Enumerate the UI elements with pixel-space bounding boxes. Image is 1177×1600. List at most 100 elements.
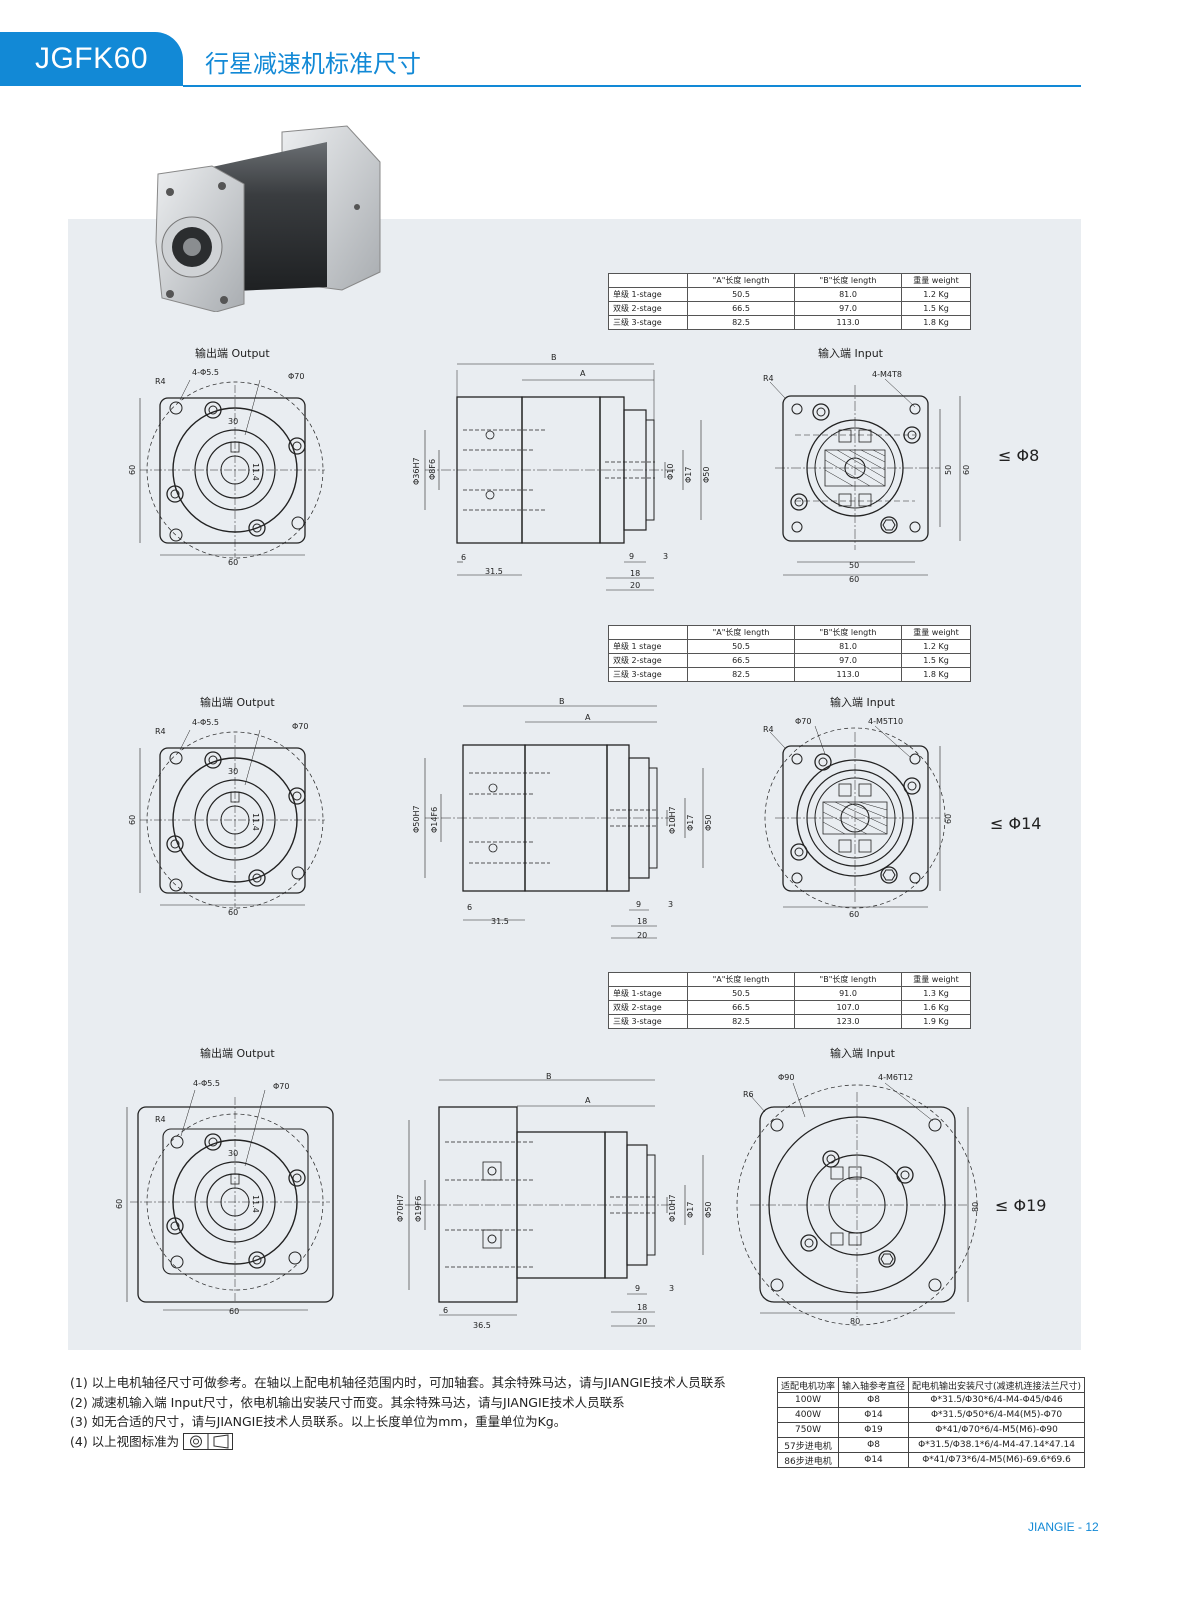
svg-text:R4: R4 <box>763 374 774 383</box>
svg-text:11.4: 11.4 <box>251 463 260 481</box>
svg-text:60: 60 <box>128 465 137 475</box>
svg-text:4-Φ5.5: 4-Φ5.5 <box>192 718 219 727</box>
svg-text:Φ70: Φ70 <box>288 372 304 381</box>
svg-text:9: 9 <box>635 1284 640 1293</box>
side-view-drawing-2: B A Φ50H7 Φ14F6 Φ10H7 Φ17 Φ50 6 31.5 9 3… <box>412 698 713 940</box>
svg-text:30: 30 <box>228 417 238 426</box>
svg-text:3: 3 <box>663 552 668 561</box>
svg-text:60: 60 <box>962 465 971 475</box>
output-view-drawing-2: R4 4-Φ5.5 Φ70 60 60 30 11.4 <box>128 718 325 917</box>
svg-text:A: A <box>585 1096 591 1105</box>
svg-text:60: 60 <box>228 908 238 917</box>
svg-text:18: 18 <box>637 1303 647 1312</box>
projection-symbol-icon <box>183 1432 234 1450</box>
svg-text:4-Φ5.5: 4-Φ5.5 <box>192 368 219 377</box>
svg-text:Φ17: Φ17 <box>684 467 693 483</box>
input-view-drawing-3: R6 Φ90 4-M6T12 80 80 <box>736 1073 980 1326</box>
svg-text:Φ50: Φ50 <box>704 1202 713 1218</box>
svg-text:Φ70: Φ70 <box>795 717 811 726</box>
svg-text:50: 50 <box>944 465 953 475</box>
svg-text:18: 18 <box>630 569 640 578</box>
model-code: JGFK60 <box>34 42 149 75</box>
svg-text:60: 60 <box>128 815 137 825</box>
svg-text:80: 80 <box>850 1317 860 1326</box>
svg-text:R4: R4 <box>763 725 774 734</box>
note-1: (1) 以上电机轴径尺寸可做参考。在轴以上配电机轴径范围内时，可加轴套。其余特殊… <box>70 1375 726 1390</box>
svg-text:6: 6 <box>467 903 472 912</box>
svg-text:20: 20 <box>637 1317 647 1326</box>
svg-text:R4: R4 <box>155 1115 166 1124</box>
svg-text:60: 60 <box>849 575 859 584</box>
svg-text:Φ10H7: Φ10H7 <box>668 1194 677 1222</box>
side-view-drawing-1: B A Φ36H7 Φ8F6 Φ10 Φ17 Φ50 6 31.5 9 3 18… <box>412 353 711 591</box>
svg-text:30: 30 <box>228 1149 238 1158</box>
svg-text:4-M4T8: 4-M4T8 <box>872 370 902 379</box>
svg-text:11.4: 11.4 <box>251 1195 260 1213</box>
svg-text:6: 6 <box>443 1306 448 1315</box>
svg-text:30: 30 <box>228 767 238 776</box>
svg-text:4-M5T10: 4-M5T10 <box>868 717 903 726</box>
svg-text:Φ36H7: Φ36H7 <box>412 457 421 485</box>
svg-text:Φ10H7: Φ10H7 <box>668 806 677 834</box>
svg-text:31.5: 31.5 <box>485 567 503 576</box>
svg-text:9: 9 <box>629 552 634 561</box>
input-view-drawing-2: R4 Φ70 4-M5T10 60 60 <box>763 717 953 919</box>
note-2: (2) 减速机输入端 Input尺寸，依电机输出安装尺寸而变。其余特殊马达，请与… <box>70 1394 625 1410</box>
svg-text:3: 3 <box>669 1284 674 1293</box>
output-label-2: 输出端 Output <box>200 696 275 709</box>
svg-text:B: B <box>551 353 557 362</box>
header-tab <box>0 32 183 86</box>
input-label-1: 输入端 Input <box>818 347 883 360</box>
svg-text:B: B <box>546 1072 552 1081</box>
svg-text:R6: R6 <box>743 1090 754 1099</box>
svg-text:Φ70: Φ70 <box>292 722 308 731</box>
svg-text:Φ8F6: Φ8F6 <box>428 459 437 480</box>
svg-text:50: 50 <box>849 561 859 570</box>
input-label-3: 输入端 Input <box>830 1047 895 1060</box>
bore-size-2: ≤ Φ14 <box>990 814 1042 833</box>
svg-text:36.5: 36.5 <box>473 1321 491 1330</box>
svg-text:4-Φ5.5: 4-Φ5.5 <box>193 1079 220 1088</box>
output-label-3: 输出端 Output <box>200 1047 275 1060</box>
svg-text:Φ19F6: Φ19F6 <box>414 1196 423 1222</box>
svg-text:A: A <box>580 369 586 378</box>
svg-text:20: 20 <box>630 581 640 590</box>
note-4: (4) 以上视图标准为 <box>70 1432 726 1452</box>
page-footer: JIANGIE - 12 <box>1028 1520 1099 1534</box>
svg-text:Φ14F6: Φ14F6 <box>430 807 439 833</box>
svg-text:80: 80 <box>971 1202 980 1212</box>
svg-text:60: 60 <box>115 1199 124 1209</box>
svg-text:Φ70H7: Φ70H7 <box>396 1194 405 1222</box>
svg-text:Φ17: Φ17 <box>686 1202 695 1218</box>
output-label-1: 输出端 Output <box>195 347 270 360</box>
svg-text:20: 20 <box>637 931 647 940</box>
svg-text:60: 60 <box>228 558 238 567</box>
note-3: (3) 如无合适的尺寸，请与JIANGIE技术人员联系。以上长度单位为mm，重量… <box>70 1414 567 1429</box>
output-view-drawing-1: R4 4-Φ5.5 Φ70 60 60 30 11.4 <box>128 368 325 567</box>
svg-text:Φ17: Φ17 <box>686 815 695 831</box>
notes-block: (1) 以上电机轴径尺寸可做参考。在轴以上配电机轴径范围内时，可加轴套。其余特殊… <box>70 1373 726 1451</box>
svg-text:Φ10: Φ10 <box>666 464 675 480</box>
svg-text:Φ50H7: Φ50H7 <box>412 805 421 833</box>
svg-text:R4: R4 <box>155 377 166 386</box>
input-label-2: 输入端 Input <box>830 696 895 709</box>
svg-text:11.4: 11.4 <box>251 813 260 831</box>
input-view-drawing-1: R4 4-M4T8 50 60 50 60 <box>763 370 971 584</box>
header-rule <box>183 85 1081 87</box>
svg-text:31.5: 31.5 <box>491 917 509 926</box>
svg-text:18: 18 <box>637 917 647 926</box>
bore-size-3: ≤ Φ19 <box>995 1196 1047 1215</box>
svg-text:6: 6 <box>461 553 466 562</box>
svg-text:Φ70: Φ70 <box>273 1082 289 1091</box>
svg-text:B: B <box>559 698 565 706</box>
page-title: 行星减速机标准尺寸 <box>205 50 421 78</box>
svg-text:60: 60 <box>944 814 953 824</box>
output-view-drawing-3: R4 4-Φ5.5 Φ70 60 60 30 11.4 <box>115 1079 334 1316</box>
svg-text:A: A <box>585 713 591 722</box>
svg-text:60: 60 <box>849 910 859 919</box>
svg-text:Φ90: Φ90 <box>778 1073 794 1082</box>
